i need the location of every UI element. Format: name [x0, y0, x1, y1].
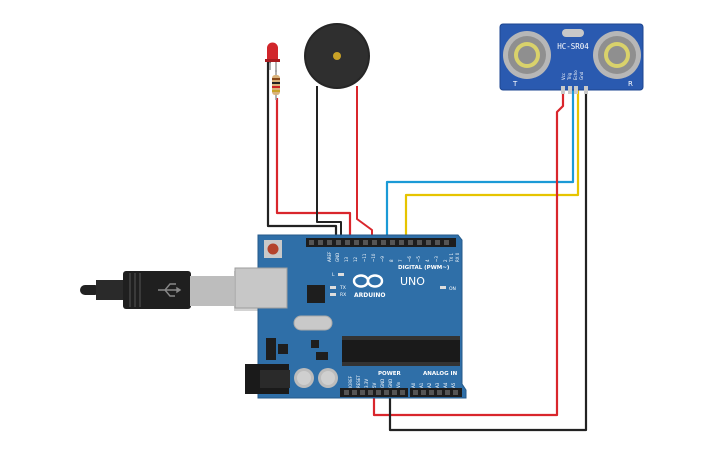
pin-label-5v: 5V [372, 382, 377, 388]
usb-b-jack [234, 267, 288, 309]
analog-label: ANALOG IN [423, 371, 458, 377]
transducer-left [503, 31, 551, 79]
resistor[interactable] [272, 70, 280, 100]
sensor-name: HC-SR04 [557, 42, 589, 51]
capacitors [294, 368, 338, 388]
digital-header-label: DIGITAL (PWM~) [398, 265, 450, 271]
pin-label-reset: RESET [356, 375, 361, 388]
crystal [293, 315, 333, 331]
sensor-pin-echo: Echo [573, 70, 578, 80]
sensor-right-mark: R [628, 80, 633, 88]
pin-label-a0: A0 [411, 382, 416, 388]
usb-chip [307, 285, 325, 303]
reset-button[interactable] [264, 240, 282, 258]
pin-label-2: 2 [443, 259, 448, 262]
analog-pin-labels: A0 A1 A2 A3 A4 A5 [411, 382, 456, 388]
pin-label-3: ~3 [434, 256, 439, 262]
pin-label-tx1: TX 1 [449, 253, 454, 263]
pin-label-13: 13 [344, 256, 349, 262]
digital-header [306, 238, 456, 247]
pin-label-7: 7 [398, 259, 403, 262]
pin-label-a3: A3 [435, 382, 440, 388]
pin-label-gnd1: GND [380, 379, 385, 388]
sensor-pin-gnd: Gnd [579, 71, 584, 80]
arduino-model: UNO [400, 275, 425, 288]
pin-label-ioref: IOREF [348, 375, 353, 388]
led-rx-label: RX [340, 292, 346, 298]
arduino-logo-icon [352, 274, 384, 288]
sensor-left-mark: T [512, 80, 518, 88]
pin-label-gnd: GND [335, 253, 340, 262]
wire-buzzer-to-pin10[interactable] [356, 86, 373, 240]
wire-vcc-to-5v[interactable] [372, 90, 565, 417]
wire-gnd-to-gnd[interactable] [388, 90, 588, 432]
pin-label-12: 12 [353, 256, 358, 262]
wire-echo-to-pin8[interactable] [385, 90, 575, 240]
pin-label-a5: A5 [451, 382, 456, 388]
piezo-buzzer[interactable] [304, 23, 370, 89]
pin-label-a4: A4 [443, 382, 448, 388]
sensor-pin-vcc: Vcc [561, 73, 566, 80]
pin-label-10: ~10 [371, 253, 376, 262]
led-tx-label: TX [339, 285, 346, 291]
wire-led-to-pin11[interactable] [275, 98, 352, 240]
power-analog-header [340, 388, 462, 397]
pin-label-11: ~11 [362, 253, 367, 262]
atmega-chip [342, 336, 460, 366]
ultrasonic-sensor[interactable]: HC-SR04 T R Vcc Trig Echo Gnd [499, 23, 644, 94]
pin-label-gnd2: GND [388, 379, 393, 388]
pin-label-6: ~6 [407, 256, 412, 262]
arduino-uno-board[interactable]: AREF GND 13 12 ~11 ~10 ~9 8 7 ~6 ~5 4 ~3… [234, 234, 467, 399]
pin-label-4: 4 [425, 259, 430, 262]
sensor-header-pins [561, 86, 588, 94]
pin-label-9: ~9 [380, 256, 385, 262]
status-leds [330, 273, 446, 296]
led-on-label: ON [449, 286, 456, 292]
pin-label-3v3: 3.3V [364, 379, 369, 388]
pin-label-8: 8 [389, 259, 394, 262]
pin-label-vin: Vin [396, 381, 401, 388]
usb-icon [158, 283, 182, 297]
pin-label-a2: A2 [427, 382, 432, 388]
digital-pin-labels: AREF GND 13 12 ~11 ~10 ~9 8 7 ~6 ~5 4 ~3… [327, 251, 460, 263]
power-label: POWER [378, 371, 402, 377]
transducer-right [593, 31, 641, 79]
pin-label-aref: AREF [327, 251, 332, 262]
pin-label-5: ~5 [416, 256, 421, 262]
pin-label-rx0: RX 0 [455, 252, 460, 262]
wire-trig-to-pin6[interactable] [404, 90, 580, 240]
sensor-pin-trig: Trig [567, 72, 572, 81]
power-pin-labels: IOREF RESET 3.3V 5V GND GND Vin [348, 375, 401, 388]
pin-label-a1: A1 [419, 382, 424, 388]
arduino-logo-text: ARDUINO [354, 292, 385, 299]
led-l-label: L [332, 272, 335, 278]
wire-buzzer-to-gnd[interactable] [316, 86, 342, 240]
